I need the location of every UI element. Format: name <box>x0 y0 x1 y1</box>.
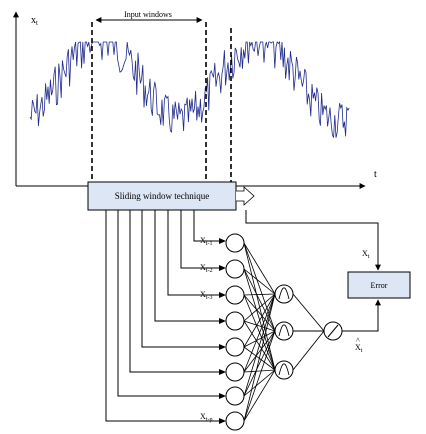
sliding-window-box: Sliding window technique <box>87 181 255 211</box>
connection-input-6-hidden-2 <box>243 330 276 373</box>
error-label: Error <box>371 281 388 290</box>
connection-hidden-3-output <box>292 330 325 371</box>
input-layer <box>225 233 245 431</box>
connection-input-3-hidden-3 <box>243 294 276 371</box>
feed-arrowheads <box>219 238 226 424</box>
output-to-error-line <box>342 299 381 332</box>
input-node-1 <box>225 233 245 253</box>
connection-hidden-1-output <box>292 293 325 332</box>
feed-line-3 <box>167 210 219 296</box>
connection-input-8-hidden-3 <box>243 369 276 422</box>
input-node-6 <box>225 362 245 382</box>
input-node-3 <box>225 285 245 305</box>
hidden-node-3 <box>274 360 294 380</box>
connection-input-5-hidden-2 <box>243 330 276 348</box>
connection-input-4-hidden-3 <box>243 320 276 371</box>
connection-input-7-hidden-2 <box>243 330 276 397</box>
input-node-8 <box>225 411 245 431</box>
connection-input-1-hidden-2 <box>243 242 276 332</box>
slide-direction-arrow <box>236 186 255 206</box>
connection-input-2-hidden-2 <box>243 268 276 332</box>
connection-input-8-hidden-2 <box>243 330 276 422</box>
input-feed-lines <box>105 210 219 422</box>
input-label-t3: Xt-3 <box>200 290 212 301</box>
hidden-node-1 <box>274 284 294 304</box>
output-hat: ^ <box>356 336 360 345</box>
connection-input-6-hidden-3 <box>243 369 276 373</box>
connection-input-1-hidden-1 <box>243 242 276 295</box>
connection-input-4-hidden-2 <box>243 320 276 332</box>
feed-line-1 <box>193 210 219 242</box>
connection-input-3-hidden-1 <box>243 293 276 296</box>
target-label: Xt <box>362 249 370 260</box>
input-node-2 <box>225 259 245 279</box>
output-label: Xt <box>355 343 363 354</box>
target-line <box>245 210 381 271</box>
hidden-node-2 <box>274 321 294 341</box>
input-label-t2: Xt-2 <box>200 263 212 274</box>
connection-input-2-hidden-1 <box>243 268 276 295</box>
input-node-5 <box>225 337 245 357</box>
x-axis-label: t <box>374 169 377 180</box>
error-rect <box>347 271 411 299</box>
time-series-line <box>29 40 350 138</box>
feed-line-8 <box>105 210 219 422</box>
error-box: Error <box>347 271 411 299</box>
input-windows-label: Input windows <box>124 10 172 19</box>
feed-line-5 <box>141 210 219 348</box>
feed-line-6 <box>129 210 219 373</box>
connection-input-5-hidden-3 <box>243 346 276 371</box>
connection-input-2-hidden-3 <box>243 268 276 371</box>
y-axis-label: xt <box>31 15 38 27</box>
signal-plot: xt t Input windows <box>13 10 377 189</box>
input-label-t1: Xt-1 <box>200 236 212 247</box>
input-label-tp: Xt-p <box>200 412 212 423</box>
feed-line-7 <box>117 210 219 397</box>
sliding-window-rect <box>87 181 237 211</box>
connection-input-7-hidden-3 <box>243 369 276 397</box>
hidden-layer <box>274 284 294 380</box>
feed-line-4 <box>154 210 219 322</box>
output-node <box>323 321 343 341</box>
sliding-window-label: Sliding window technique <box>115 191 210 201</box>
network-connections <box>243 242 325 422</box>
input-node-4 <box>225 311 245 331</box>
connection-input-1-hidden-3 <box>243 242 276 371</box>
input-node-7 <box>225 386 245 406</box>
feed-line-2 <box>180 210 219 269</box>
connection-input-3-hidden-2 <box>243 294 276 332</box>
